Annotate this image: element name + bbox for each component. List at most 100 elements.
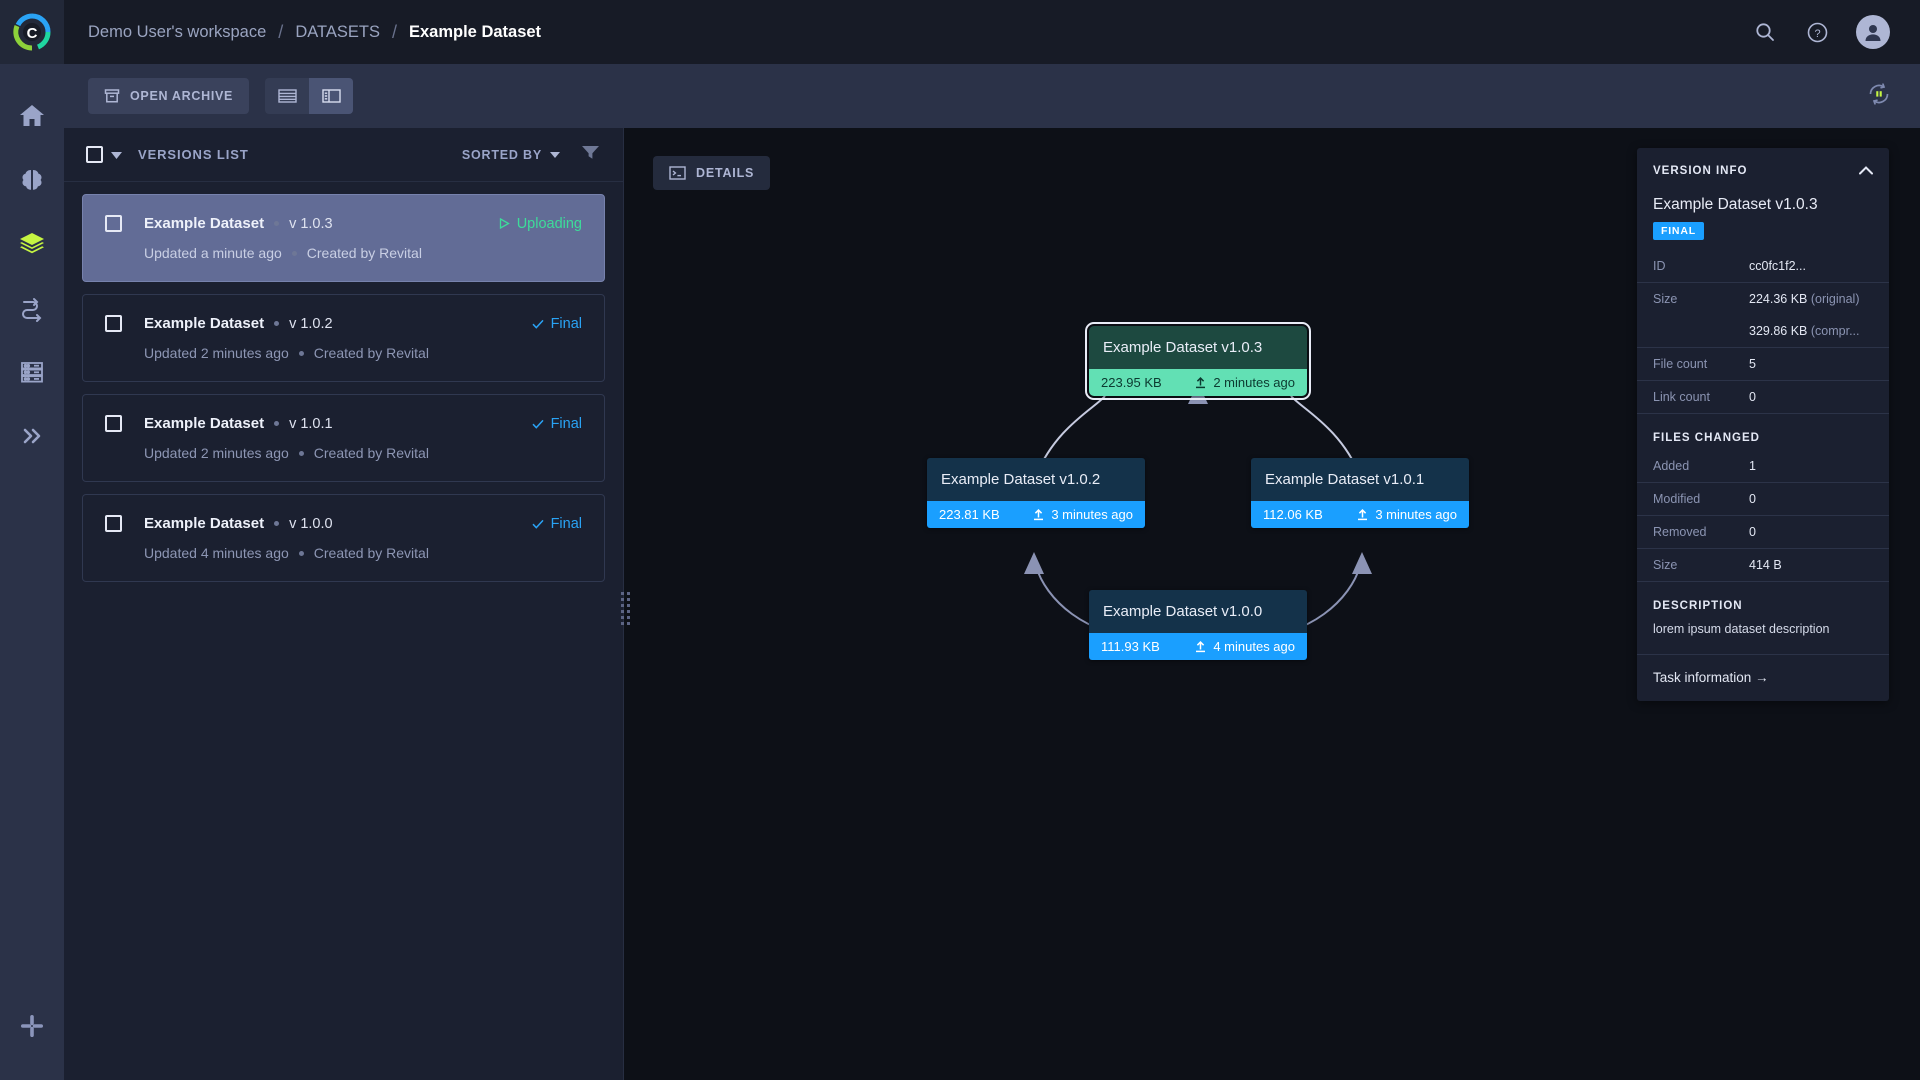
info-row-id: ID cc0fc1f2... — [1637, 250, 1889, 283]
separator-dot — [274, 321, 279, 326]
open-archive-button[interactable]: OPEN ARCHIVE — [88, 78, 249, 114]
node-footer: 223.95 KB 2 minutes ago — [1089, 369, 1307, 396]
sync-paused-icon[interactable] — [1866, 81, 1892, 112]
upload-icon — [1194, 376, 1207, 389]
breadcrumb: Demo User's workspace / DATASETS / Examp… — [88, 22, 541, 43]
separator-dot — [299, 551, 304, 556]
breadcrumb-current: Example Dataset — [409, 23, 541, 42]
filter-icon[interactable] — [582, 145, 599, 165]
version-creator: Created by Revital — [314, 545, 429, 561]
list-item[interactable]: Example Dataset v 1.0.0 Final Updated 4 … — [82, 494, 605, 582]
slack-icon[interactable] — [0, 994, 64, 1058]
graph-node-v102[interactable]: Example Dataset v1.0.2 223.81 KB 3 minut… — [927, 458, 1145, 528]
node-title: Example Dataset v1.0.2 — [927, 458, 1145, 501]
table-view-button[interactable] — [265, 78, 309, 114]
info-value: 0 — [1749, 525, 1756, 539]
version-updated: Updated 2 minutes ago — [144, 445, 289, 461]
status-badge: FINAL — [1653, 222, 1704, 240]
sidebar-item-models[interactable] — [0, 148, 64, 212]
info-value: 329.86 KB — [1749, 324, 1807, 338]
svg-text:C: C — [27, 25, 38, 42]
info-value: cc0fc1f2... — [1749, 259, 1806, 273]
info-key: Size — [1653, 558, 1749, 572]
info-row-size-compressed: 329.86 KB (compr... — [1637, 315, 1889, 348]
list-item[interactable]: Example Dataset v 1.0.3 Uploading Update… — [82, 194, 605, 282]
version-info-name: Example Dataset v1.0.3 — [1637, 190, 1889, 214]
version-checkbox[interactable] — [105, 215, 122, 232]
graph-node-v100[interactable]: Example Dataset v1.0.0 111.93 KB 4 minut… — [1089, 590, 1307, 660]
search-icon[interactable] — [1752, 19, 1778, 45]
node-footer: 112.06 KB 3 minutes ago — [1251, 501, 1469, 528]
version-name: Example Dataset — [144, 415, 264, 432]
status-badge: Final — [532, 316, 582, 332]
split-view-button[interactable] — [309, 78, 353, 114]
info-key: Added — [1653, 459, 1749, 473]
avatar[interactable] — [1856, 15, 1890, 49]
chevron-up-icon[interactable] — [1859, 162, 1873, 180]
help-icon[interactable]: ? — [1804, 19, 1830, 45]
sidebar-item-home[interactable] — [0, 84, 64, 148]
version-checkbox[interactable] — [105, 415, 122, 432]
breadcrumb-workspace[interactable]: Demo User's workspace — [88, 23, 266, 42]
node-time: 3 minutes ago — [1051, 507, 1133, 522]
version-checkbox[interactable] — [105, 515, 122, 532]
graph-node-v101[interactable]: Example Dataset v1.0.1 112.06 KB 3 minut… — [1251, 458, 1469, 528]
info-key: Size — [1653, 292, 1749, 306]
breadcrumb-datasets[interactable]: DATASETS — [295, 23, 380, 42]
chevron-down-icon[interactable] — [111, 146, 122, 164]
sub-toolbar: OPEN ARCHIVE — [64, 64, 1920, 128]
node-footer: 223.81 KB 3 minutes ago — [927, 501, 1145, 528]
version-creator: Created by Revital — [307, 245, 422, 261]
node-title: Example Dataset v1.0.3 — [1089, 326, 1307, 369]
info-key: Link count — [1653, 390, 1749, 404]
separator-dot — [299, 351, 304, 356]
task-information-link[interactable]: Task information → — [1653, 670, 1769, 685]
list-item[interactable]: Example Dataset v 1.0.1 Final Updated 2 … — [82, 394, 605, 482]
status-label: Final — [551, 416, 582, 432]
status-badge: Final — [532, 516, 582, 532]
panel-resize-handle[interactable] — [620, 590, 630, 626]
node-title: Example Dataset v1.0.1 — [1251, 458, 1469, 501]
left-nav-rail — [0, 64, 64, 1080]
info-key: Modified — [1653, 492, 1749, 506]
sidebar-item-pipelines[interactable] — [0, 276, 64, 340]
node-size: 223.81 KB — [939, 507, 1000, 522]
versions-list-panel: VERSIONS LIST SORTED BY Example Dataset … — [64, 128, 624, 1080]
sidebar-item-datasets[interactable] — [0, 212, 64, 276]
version-info-title: VERSION INFO — [1653, 165, 1747, 177]
info-value: 414 B — [1749, 558, 1782, 572]
versions-list-body: Example Dataset v 1.0.3 Uploading Update… — [64, 182, 623, 606]
node-size: 223.95 KB — [1101, 375, 1162, 390]
versions-list-header: VERSIONS LIST SORTED BY — [64, 128, 623, 182]
node-time: 4 minutes ago — [1213, 639, 1295, 654]
check-icon — [532, 319, 544, 329]
info-row-size-original: Size 224.36 KB (original) — [1637, 283, 1889, 315]
chevron-down-icon — [550, 152, 560, 158]
archive-icon — [104, 88, 120, 104]
files-changed-row-modified: Modified 0 — [1637, 483, 1889, 516]
separator-dot — [274, 421, 279, 426]
sidebar-item-resources[interactable] — [0, 340, 64, 404]
info-value-note: (compr... — [1811, 324, 1860, 338]
upload-icon — [1032, 508, 1045, 521]
node-size: 111.93 KB — [1101, 639, 1160, 654]
version-checkbox[interactable] — [105, 315, 122, 332]
version-creator: Created by Revital — [314, 345, 429, 361]
list-item[interactable]: Example Dataset v 1.0.2 Final Updated 2 … — [82, 294, 605, 382]
svg-text:?: ? — [1814, 28, 1820, 40]
separator-dot — [299, 451, 304, 456]
view-toggle-group — [265, 78, 353, 114]
check-icon — [532, 419, 544, 429]
version-updated: Updated 4 minutes ago — [144, 545, 289, 561]
node-footer: 111.93 KB 4 minutes ago — [1089, 633, 1307, 660]
select-all-checkbox[interactable] — [86, 146, 103, 163]
version-name: Example Dataset — [144, 215, 264, 232]
version-updated: Updated 2 minutes ago — [144, 345, 289, 361]
sidebar-item-expand[interactable] — [0, 404, 64, 468]
graph-node-v103[interactable]: Example Dataset v1.0.3 223.95 KB 2 minut… — [1089, 326, 1307, 396]
info-value: 5 — [1749, 357, 1756, 371]
app-logo[interactable]: C — [0, 0, 64, 64]
info-key: ID — [1653, 259, 1749, 273]
info-value-note: (original) — [1811, 292, 1860, 306]
sorted-by-dropdown[interactable]: SORTED BY — [462, 148, 560, 162]
